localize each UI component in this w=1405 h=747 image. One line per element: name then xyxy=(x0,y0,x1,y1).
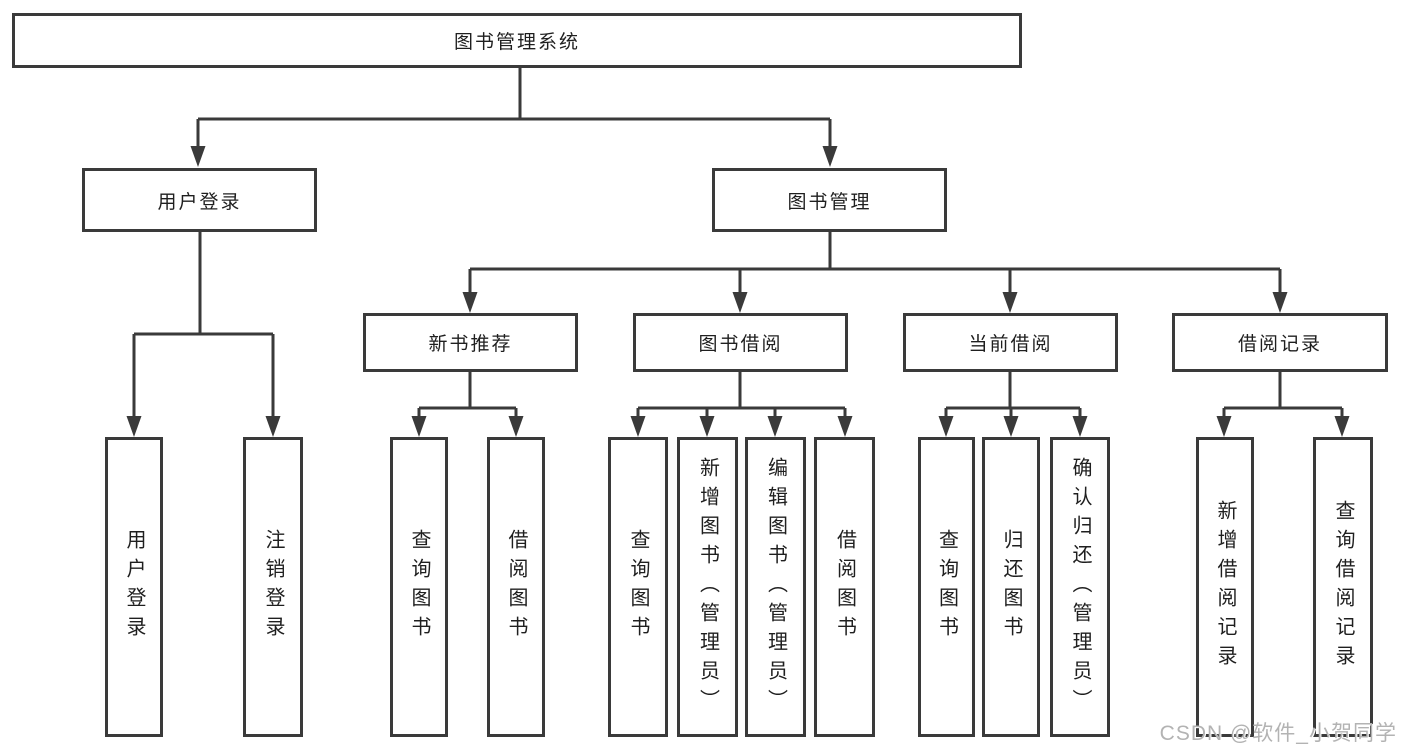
node-current-borrow: 当前借阅 xyxy=(903,313,1118,372)
leaf-query-books-recommend: 查询图书 xyxy=(390,437,448,737)
leaf-add-books-admin: 新增图书（管理员） xyxy=(677,437,738,737)
csdn-watermark: CSDN @软件_小贺同学 xyxy=(1159,722,1397,745)
node-user-login: 用户登录 xyxy=(82,168,317,232)
leaf-query-borrow-record: 查询借阅记录 xyxy=(1313,437,1373,737)
leaf-confirm-return-admin-label: 确认归还（管理员） xyxy=(1069,456,1091,718)
root-label: 图书管理系统 xyxy=(453,32,580,53)
leaf-borrow-books-label: 借阅图书 xyxy=(833,529,856,645)
leaf-query-borrow-record-label: 查询借阅记录 xyxy=(1332,500,1354,674)
node-new-book-recommend-label: 新书推荐 xyxy=(428,334,513,355)
node-library-management-system: 图书管理系统 xyxy=(12,13,1022,68)
leaf-query-books-current: 查询图书 xyxy=(918,437,975,737)
leaf-edit-books-admin-label: 编辑图书（管理员） xyxy=(764,456,787,718)
leaf-query-books-borrow: 查询图书 xyxy=(608,437,668,737)
leaf-query-books-borrow-label: 查询图书 xyxy=(627,529,649,645)
leaf-add-books-admin-label: 新增图书（管理员） xyxy=(696,456,719,718)
node-book-management-label: 图书管理 xyxy=(787,191,872,213)
leaf-return-books-label: 归还图书 xyxy=(1000,529,1022,645)
node-book-borrow-label: 图书借阅 xyxy=(698,334,783,355)
leaf-user-login-label: 用户登录 xyxy=(123,529,145,645)
leaf-user-login: 用户登录 xyxy=(105,437,163,737)
leaf-borrow-books: 借阅图书 xyxy=(814,437,875,737)
node-borrow-records: 借阅记录 xyxy=(1172,313,1388,372)
leaf-confirm-return-admin: 确认归还（管理员） xyxy=(1050,437,1110,737)
leaf-borrow-books-recommend: 借阅图书 xyxy=(487,437,545,737)
node-new-book-recommend: 新书推荐 xyxy=(363,313,578,372)
node-book-management: 图书管理 xyxy=(712,168,947,232)
leaf-logout: 注销登录 xyxy=(243,437,303,737)
node-current-borrow-label: 当前借阅 xyxy=(968,334,1053,355)
leaf-return-books: 归还图书 xyxy=(982,437,1040,737)
leaf-edit-books-admin: 编辑图书（管理员） xyxy=(745,437,806,737)
leaf-add-borrow-record: 新增借阅记录 xyxy=(1196,437,1254,737)
leaf-borrow-books-recommend-label: 借阅图书 xyxy=(505,529,527,645)
node-borrow-records-label: 借阅记录 xyxy=(1237,334,1322,355)
node-book-borrow: 图书借阅 xyxy=(633,313,848,372)
leaf-query-books-current-label: 查询图书 xyxy=(935,529,958,645)
leaf-add-borrow-record-label: 新增借阅记录 xyxy=(1214,500,1236,674)
leaf-logout-label: 注销登录 xyxy=(262,529,284,645)
leaf-query-books-recommend-label: 查询图书 xyxy=(408,529,430,645)
node-user-login-label: 用户登录 xyxy=(157,191,242,213)
